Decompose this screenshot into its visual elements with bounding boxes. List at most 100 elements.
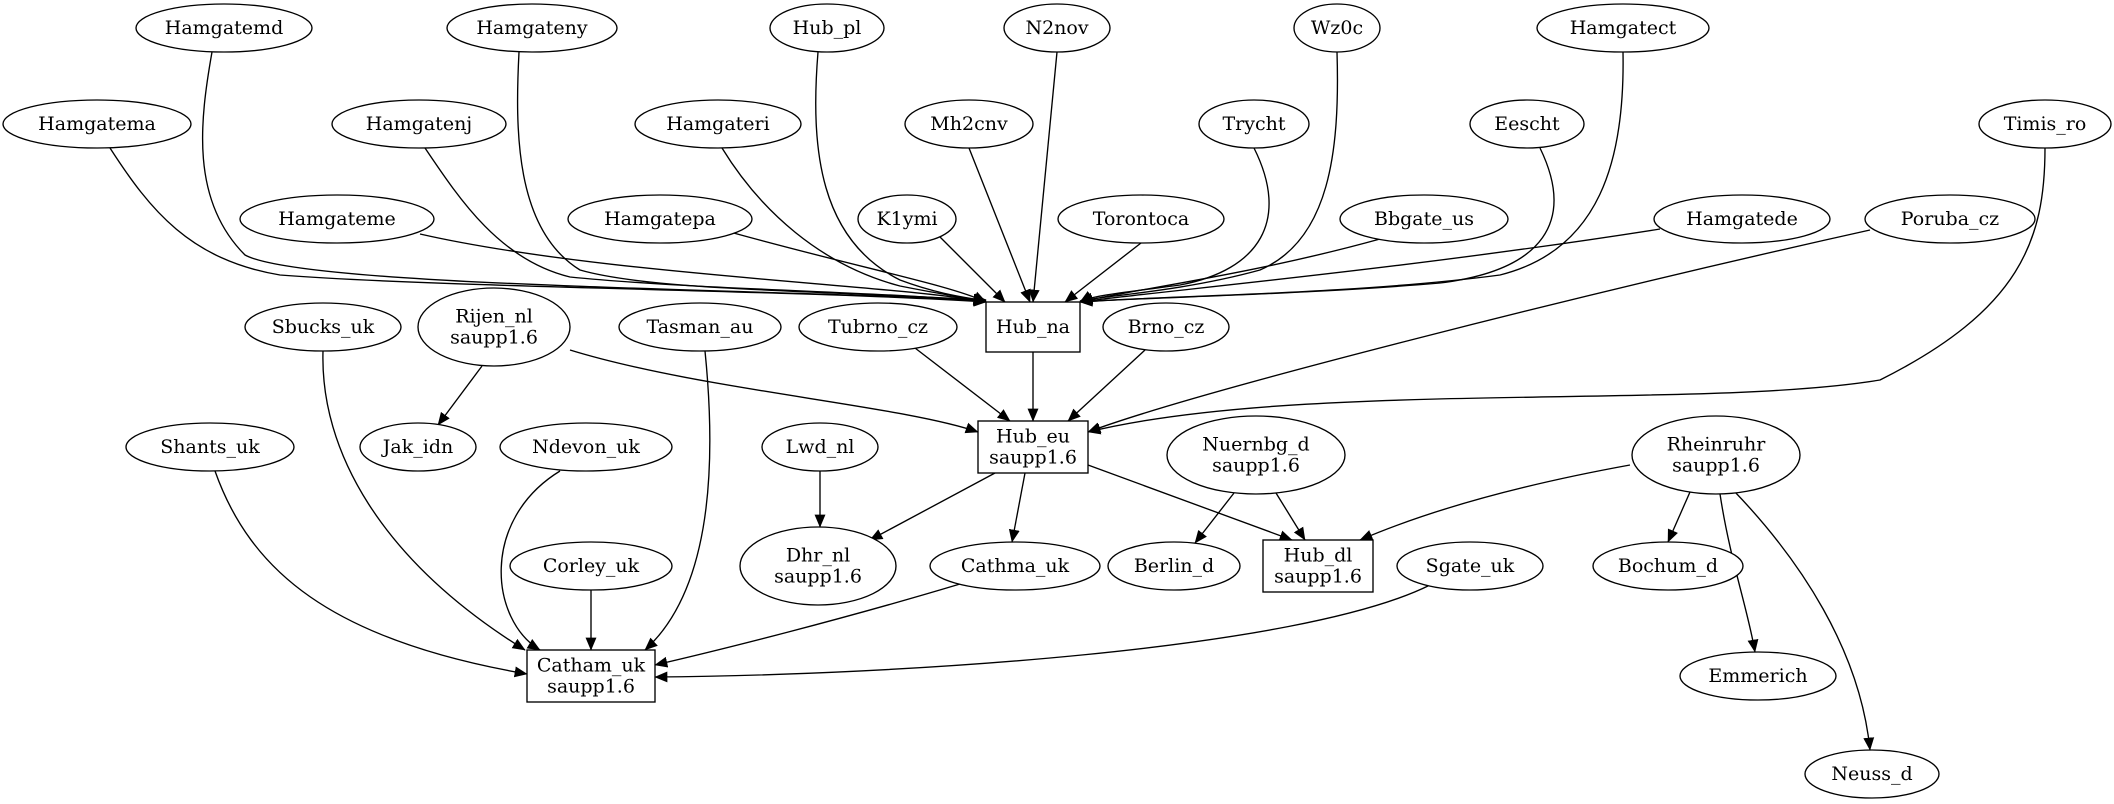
node-ellipse bbox=[417, 287, 571, 367]
edge-trycht-to-hub-na bbox=[1079, 147, 1270, 303]
node-hamgateri: Hamgateri bbox=[634, 99, 802, 149]
node-label: Timis_ro bbox=[2004, 113, 2087, 135]
node-label: Catham_uk bbox=[537, 655, 646, 677]
node-hamgatenj: Hamgatenj bbox=[331, 99, 507, 149]
edge-hamgatepa-to-hub-na bbox=[729, 231, 987, 303]
node-cathma-uk: Cathma_uk bbox=[929, 541, 1101, 591]
node-label: Hamgatemd bbox=[165, 17, 283, 39]
edge-hamgateme-to-hub-na bbox=[419, 233, 987, 305]
node-label: Tubrno_cz bbox=[828, 316, 928, 338]
node-hamgatepa: Hamgatepa bbox=[567, 194, 753, 244]
edge-timis-ro-to-hub-eu bbox=[1087, 147, 2046, 435]
node-ellipse bbox=[739, 526, 897, 606]
node-label: Tasman_au bbox=[647, 316, 754, 338]
node-tubrno-cz: Tubrno_cz bbox=[798, 302, 958, 352]
edge-hamgateny-to-hub-na bbox=[516, 51, 987, 305]
edge-hamgatede-to-hub-na bbox=[1079, 228, 1661, 306]
edge-hub-eu-to-hub-dl bbox=[1087, 464, 1293, 541]
node-ellipse bbox=[1293, 3, 1381, 53]
node-hamgatemd: Hamgatemd bbox=[135, 3, 313, 53]
node-k1ymi: K1ymi bbox=[857, 194, 957, 244]
node-sublabel: saupp1.6 bbox=[1672, 455, 1760, 477]
node-ellipse bbox=[499, 422, 673, 472]
edge-hamgatect-to-hub-na bbox=[1079, 51, 1624, 307]
node-ellipse bbox=[1469, 99, 1585, 149]
edge-nuernbg-d-to-hub-dl bbox=[1275, 492, 1306, 541]
node-ellipse bbox=[618, 302, 782, 352]
edge-nuernbg-d-to-berlin-d bbox=[1194, 492, 1235, 544]
node-label: Hub_na bbox=[996, 316, 1070, 338]
edge-hamgatema-to-hub-na bbox=[109, 147, 987, 307]
node-label: Mh2cnv bbox=[930, 113, 1008, 135]
node-bochum-d: Bochum_d bbox=[1592, 541, 1744, 591]
edge-brno-cz-to-hub-eu bbox=[1067, 349, 1146, 422]
node-emmerich: Emmerich bbox=[1679, 651, 1837, 701]
edge-mh2cnv-to-hub-na bbox=[968, 147, 1031, 303]
node-label: Lwd_nl bbox=[786, 436, 855, 458]
node-label: Eescht bbox=[1494, 113, 1560, 135]
node-hamgatede: Hamgatede bbox=[1653, 194, 1831, 244]
node-berlin-d: Berlin_d bbox=[1107, 541, 1241, 591]
node-label: Emmerich bbox=[1708, 665, 1807, 687]
node-hamgateme: Hamgateme bbox=[239, 194, 435, 244]
node-torontoca: Torontoca bbox=[1057, 194, 1225, 244]
node-ellipse bbox=[904, 99, 1034, 149]
node-label: Neuss_d bbox=[1831, 763, 1912, 785]
node-label: Trycht bbox=[1222, 113, 1285, 135]
edge-poruba-cz-to-hub-eu bbox=[1087, 229, 1871, 433]
node-label: Hamgatect bbox=[1570, 17, 1677, 39]
node-bbgate-us: Bbgate_us bbox=[1339, 194, 1509, 244]
edge-sgate-uk-to-catham-uk bbox=[654, 584, 1431, 683]
node-label: Dhr_nl bbox=[786, 545, 850, 567]
edges bbox=[109, 51, 2046, 751]
node-label: K1ymi bbox=[876, 208, 937, 230]
node-jak-idn: Jak_idn bbox=[359, 422, 477, 472]
node-box bbox=[985, 301, 1081, 353]
node-box bbox=[977, 420, 1089, 474]
node-sgate-uk: Sgate_uk bbox=[1396, 541, 1544, 591]
node-ellipse bbox=[761, 422, 879, 472]
node-label: Sbucks_uk bbox=[272, 316, 375, 338]
node-n2nov: N2nov bbox=[1003, 3, 1111, 53]
edge-eescht-to-hub-na bbox=[1079, 147, 1555, 307]
node-ellipse bbox=[567, 194, 753, 244]
node-ellipse bbox=[769, 3, 885, 53]
node-label: Jak_idn bbox=[381, 436, 453, 458]
edge-rheinruhr-to-bochum-d bbox=[1667, 491, 1691, 543]
node-ellipse bbox=[1057, 194, 1225, 244]
node-label: Wz0c bbox=[1311, 17, 1363, 39]
node-ellipse bbox=[857, 194, 957, 244]
node-sublabel: saupp1.6 bbox=[1274, 566, 1362, 588]
node-ellipse bbox=[1536, 3, 1710, 53]
node-ellipse bbox=[509, 541, 673, 591]
node-ellipse bbox=[135, 3, 313, 53]
node-ellipse bbox=[1198, 99, 1310, 149]
node-timis-ro: Timis_ro bbox=[1978, 99, 2112, 149]
node-ellipse bbox=[1679, 651, 1837, 701]
node-eescht: Eescht bbox=[1469, 99, 1585, 149]
edge-rheinruhr-to-emmerich bbox=[1719, 493, 1759, 653]
node-tasman-au: Tasman_au bbox=[618, 302, 782, 352]
edge-n2nov-to-hub-na bbox=[1028, 51, 1058, 303]
node-ellipse bbox=[359, 422, 477, 472]
node-ellipse bbox=[929, 541, 1101, 591]
node-hamgatema: Hamgatema bbox=[2, 99, 192, 149]
node-ellipse bbox=[1864, 194, 2036, 244]
node-label: Ndevon_uk bbox=[532, 436, 640, 458]
edge-bbgate-us-to-hub-na bbox=[1079, 238, 1381, 305]
node-ellipse bbox=[1339, 194, 1509, 244]
node-ellipse bbox=[1978, 99, 2112, 149]
node-trycht: Trycht bbox=[1198, 99, 1310, 149]
node-label: Nuernbg_d bbox=[1202, 434, 1309, 456]
node-label: Hamgatenj bbox=[366, 113, 472, 135]
node-ellipse bbox=[1592, 541, 1744, 591]
node-label: Hamgatede bbox=[1686, 208, 1798, 230]
node-label: Bochum_d bbox=[1618, 555, 1718, 577]
edge-rijen-nl-to-jak-idn bbox=[437, 365, 483, 426]
node-ellipse bbox=[244, 302, 402, 352]
